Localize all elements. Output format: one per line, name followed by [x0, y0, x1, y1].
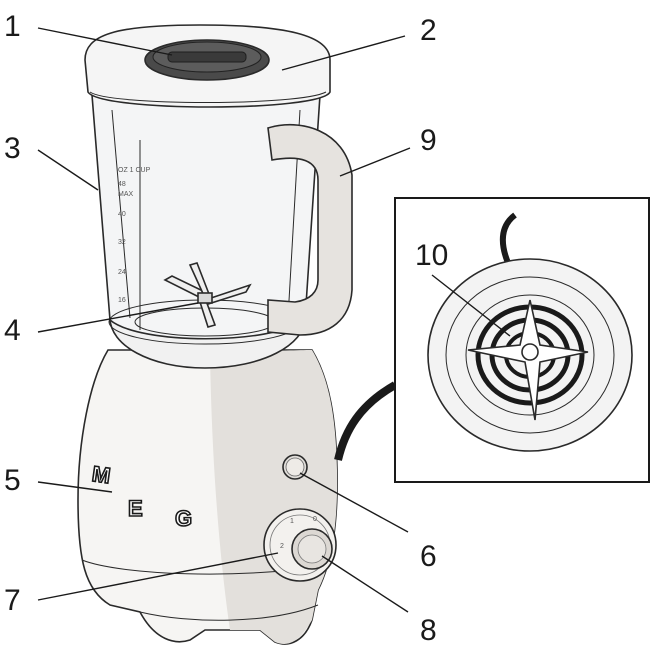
measuring-scale: OZ 1 CUP 48 MAX 40 32 24 16 — [118, 140, 151, 330]
scale-top-label: OZ 1 CUP — [118, 167, 151, 174]
blender-jar — [91, 94, 321, 369]
brand-letter-e: E — [128, 496, 143, 521]
knob-mark-0: 0 — [313, 516, 317, 523]
scale-mark-48: 48 — [118, 181, 126, 188]
scale-mark-32: 32 — [118, 239, 126, 246]
callout-2: 2 — [420, 14, 437, 47]
scale-mark-max: MAX — [118, 191, 134, 198]
jar-handle — [267, 123, 353, 336]
callout-6: 6 — [420, 540, 437, 573]
brand-letter-g: G — [175, 506, 192, 531]
leader-lines — [37, 27, 511, 613]
callout-7: 7 — [4, 584, 21, 617]
callout-8: 8 — [420, 614, 437, 647]
drive-coupling — [467, 299, 589, 421]
knob-mark-2: 2 — [280, 543, 284, 550]
callout-numbers: 1 2 3 4 5 6 7 8 9 10 — [4, 10, 448, 647]
scale-mark-16: 16 — [118, 297, 126, 304]
callout-1: 1 — [4, 10, 21, 43]
callout-9: 9 — [420, 124, 437, 157]
scale-mark-40: 40 — [118, 211, 126, 218]
brand-logo: M E G — [90, 460, 193, 532]
measuring-cap[interactable] — [144, 39, 270, 81]
blade-assembly — [163, 262, 252, 328]
base-underside-inset — [394, 197, 650, 483]
knob-mark-1: 1 — [290, 518, 294, 525]
power-cord — [334, 381, 397, 461]
start-stop-button[interactable] — [291, 528, 333, 570]
callout-4: 4 — [4, 314, 21, 347]
brand-letter-m: M — [90, 461, 112, 488]
callout-5: 5 — [4, 464, 21, 497]
callout-3: 3 — [4, 132, 21, 165]
scale-mark-24: 24 — [118, 269, 126, 276]
callout-10: 10 — [415, 239, 448, 272]
motor-base — [77, 349, 338, 645]
